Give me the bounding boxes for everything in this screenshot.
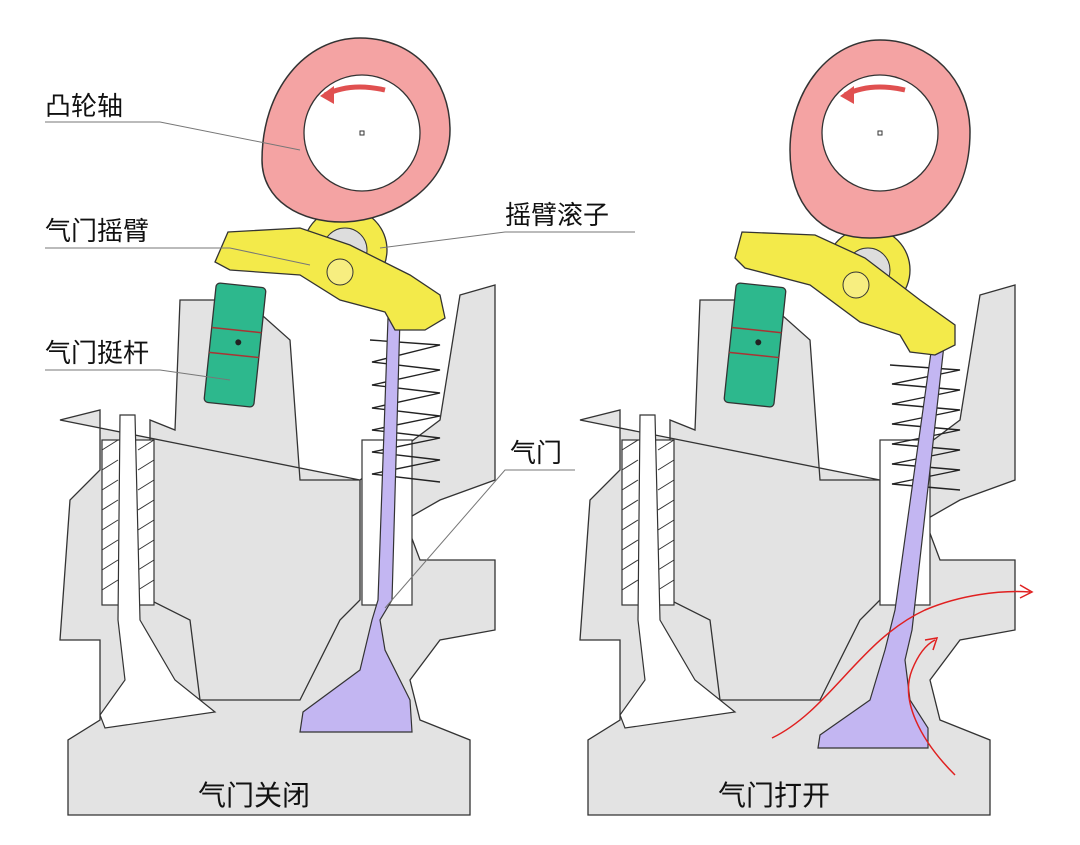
intake-valve (817, 344, 945, 749)
valve-spring (369, 339, 441, 483)
label-camshaft: 凸轮轴 (45, 92, 123, 122)
label-valve: 气门 (510, 439, 562, 469)
airflow-arrows (771, 584, 1034, 776)
panel-valve-open: 气门打开 (579, 39, 1034, 816)
panel-valve-closed: 凸轮轴 气门摇臂 气门挺杆 摇臂滚子 气门 气门关闭 (45, 37, 635, 816)
caption-valve-closed: 气门关闭 (198, 779, 310, 812)
label-rocker-arm: 气门摇臂 (45, 217, 149, 247)
label-rocker-roller: 摇臂滚子 (505, 201, 609, 231)
caption-valve-open: 气门打开 (718, 779, 830, 812)
label-lifter: 气门挺杆 (45, 339, 149, 369)
rocker-arm (734, 231, 956, 356)
